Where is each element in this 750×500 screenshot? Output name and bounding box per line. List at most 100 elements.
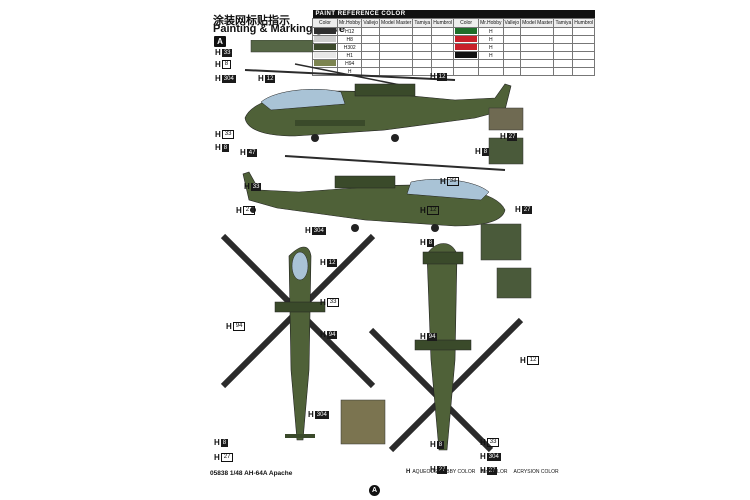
color-swatch <box>314 60 336 67</box>
top-view <box>220 233 376 441</box>
callout-code: 8 <box>221 143 230 152</box>
color-swatch <box>314 28 336 35</box>
page-letter-badge: A <box>369 485 380 496</box>
paint-cell <box>553 27 574 36</box>
callout-h-mark: H <box>420 332 426 341</box>
callout-code: 304 <box>486 452 501 461</box>
callout-code: 8 <box>220 438 229 447</box>
callout-code: 33 <box>326 298 340 307</box>
col-humbrol: Humbrol <box>431 18 455 28</box>
paint-cell <box>502 27 522 36</box>
detail-thumbnail-top <box>250 40 314 53</box>
color-swatch <box>314 52 336 59</box>
col-color: Color <box>312 18 338 28</box>
paint-cell <box>379 27 414 36</box>
callout-code: 27 <box>506 132 518 141</box>
col-model-master-right: Model Master <box>520 18 555 28</box>
paint-cell <box>520 27 555 36</box>
callout-h-mark: H <box>215 48 221 57</box>
callout-h-mark: H <box>420 238 426 247</box>
callout-h-mark: H <box>440 177 446 186</box>
callout-code: 8 <box>221 60 232 69</box>
color-swatch <box>314 44 336 51</box>
callout-h-mark: H <box>215 130 221 139</box>
callout-code: 94 <box>232 322 246 331</box>
detail-thumbnail-3 <box>480 223 522 261</box>
paint-cell <box>553 35 574 44</box>
paint-cell <box>572 35 596 44</box>
callout-h-mark: H <box>480 452 486 461</box>
paint-cell <box>572 43 596 52</box>
callout-code: 33 <box>250 182 262 191</box>
paint-table-title: PAINT REFERENCE COLOR <box>312 10 595 19</box>
model-name: 05838 1/48 AH-64A Apache <box>210 470 293 477</box>
callout-h-mark: H <box>480 466 486 475</box>
paint-cell: H12 <box>336 27 363 36</box>
col-tamiya-right: Tamiya <box>553 18 574 28</box>
callout-code: 33 <box>486 438 500 447</box>
callout-h-mark: H <box>520 356 526 365</box>
paint-cell <box>412 27 433 36</box>
callout-code: 33 <box>221 130 235 139</box>
callout-code: 27 <box>486 466 498 475</box>
col-humbrol-right: Humbrol <box>572 18 596 28</box>
callout-h-mark: H <box>480 438 486 447</box>
paint-cell <box>553 43 574 52</box>
callout-code: 33 <box>221 48 233 57</box>
callout-code: 8 <box>481 147 490 156</box>
callout-code: 304 <box>221 74 236 83</box>
callout-h-mark: H <box>305 226 311 235</box>
paint-cell <box>553 51 574 60</box>
callout-code: 47 <box>246 148 258 157</box>
color-swatch <box>314 68 336 75</box>
callout-code: 33 <box>446 177 460 186</box>
callout-h-mark: H <box>244 182 250 191</box>
callout-h-mark: H <box>258 74 264 83</box>
color-swatch <box>455 44 478 51</box>
callout-code: 8 <box>436 440 445 449</box>
legend-acrysion: ACRYSION COLOR <box>513 469 559 475</box>
callout-code: 94 <box>426 332 438 341</box>
callout-h-mark: H <box>308 410 314 419</box>
bottom-view <box>368 243 524 453</box>
callout-h-mark: H <box>320 298 326 307</box>
callout-h-mark: H <box>214 438 220 447</box>
callout-code: 12 <box>436 72 448 81</box>
callout-code: 8 <box>426 238 435 247</box>
col-hobby-right: Mr.Hobby <box>478 18 504 28</box>
callout-h-mark: H <box>320 330 326 339</box>
callout-h-mark: H <box>430 440 436 449</box>
callout-h-mark: H <box>226 322 232 331</box>
callout-code: 304 <box>314 410 329 419</box>
color-swatch <box>455 52 478 59</box>
